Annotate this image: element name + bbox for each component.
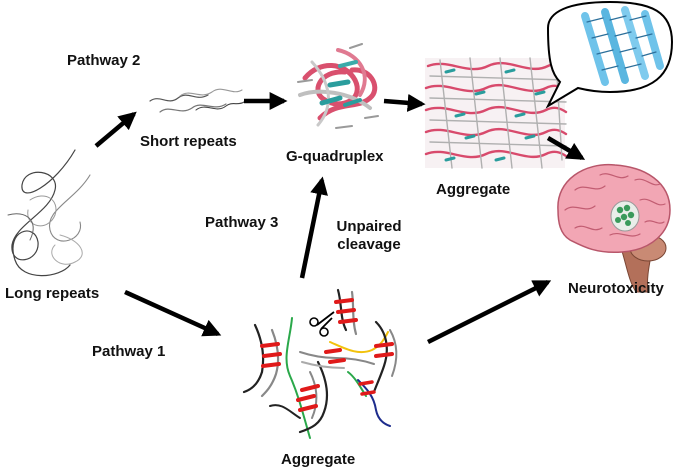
arrow-bottom-to-brain [426, 279, 552, 345]
arrow-long-to-short [94, 111, 137, 148]
arrow-long-to-bottom-aggregate [124, 289, 222, 337]
unpaired-cleavage-line1: Unpaired [336, 218, 402, 235]
arrow-gquad-to-aggregate [383, 93, 426, 112]
fibril-bubble-icon [545, 0, 674, 109]
long-repeats-label: Long repeats [5, 285, 100, 302]
unpaired-cleavage-line2: cleavage [337, 236, 401, 253]
short-repeats-strands [149, 88, 245, 113]
g-quadruplex-label: G-quadruplex [286, 148, 384, 165]
neurotoxicity-label: Neurotoxicity [568, 280, 664, 297]
arrow-bottom-to-gquad [299, 176, 328, 279]
brain-icon [557, 163, 671, 293]
pathway-3-label: Pathway 3 [205, 214, 279, 231]
g-quadruplex-structure [297, 43, 379, 129]
aggregate-lattice [424, 57, 568, 169]
short-repeats-label: Short repeats [140, 133, 237, 150]
pathway-2-label: Pathway 2 [67, 52, 141, 69]
long-repeats-strands [7, 149, 91, 277]
scissors-icon [309, 311, 335, 337]
arrow-aggregate-to-brain [546, 136, 586, 160]
aggregate-top-label: Aggregate [436, 181, 511, 198]
aggregate-bottom-label: Aggregate [281, 451, 356, 468]
arrows [94, 92, 586, 345]
pathway-1-label: Pathway 1 [92, 343, 166, 360]
bottom-aggregate-strands [242, 288, 398, 439]
